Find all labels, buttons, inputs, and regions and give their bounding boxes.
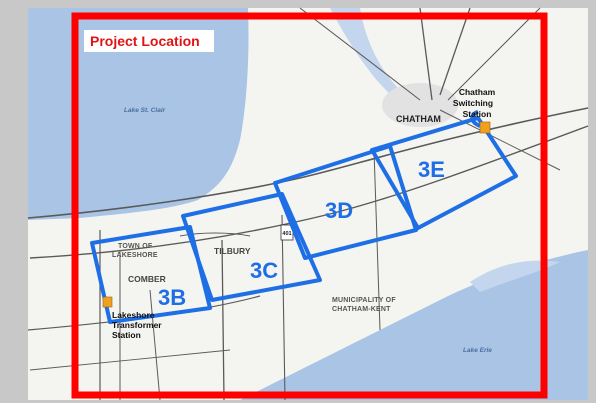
comber-label: COMBER [128, 274, 166, 284]
lake-erie-label: Lake Erie [463, 347, 492, 354]
town-of-label-line2: LAKESHORE [112, 252, 158, 259]
road-network [27, 7, 589, 401]
map-title: Project Location [90, 33, 200, 49]
chatham-station-label-line1: Chatham [459, 87, 496, 97]
segment-3c-outline[interactable] [181, 192, 322, 302]
lakeshore-station-label-line1: Lakeshore [112, 310, 155, 320]
lake-st-clair-label: Lake St. Clair [124, 107, 166, 114]
town-of-label-line1: TOWN OF [118, 243, 153, 250]
segment-3e-label[interactable]: 3E [418, 157, 445, 182]
segment-3e-outline[interactable] [370, 116, 518, 230]
segment-3d-label[interactable]: 3D [325, 198, 353, 223]
lakeshore-transformer-station-marker[interactable] [102, 296, 113, 308]
lake-st-clair-water [28, 8, 249, 220]
highway-401-label: 401 [282, 231, 291, 237]
rondeau-bay-water [470, 260, 560, 292]
project-boundary-frame [71, 12, 548, 399]
lakeshore-station-label-line2: Transformer [112, 320, 162, 330]
chatham-station-label-line2: Switching [453, 98, 493, 108]
chatham-switching-station-marker[interactable] [479, 121, 491, 134]
segment-3d-outline[interactable] [273, 144, 418, 260]
segment-outlines [90, 110, 518, 324]
chatham-urban-area [382, 83, 458, 127]
segment-3b-outline[interactable] [90, 225, 212, 324]
segment-3c-label[interactable]: 3C [250, 258, 278, 283]
segment-3e-connector [470, 110, 481, 128]
map-title-box: Project Location [84, 30, 214, 52]
segment-3b-label[interactable]: 3B [158, 285, 186, 310]
chatham-station-label-line3: Station [463, 109, 492, 119]
tilbury-label: TILBURY [214, 246, 251, 256]
lakeshore-station-label-line3: Station [112, 330, 141, 340]
municipality-label-line1: MUNICIPALITY OF [332, 297, 396, 304]
thames-river-water [330, 8, 400, 96]
municipality-label-line2: CHATHAM-KENT [332, 306, 391, 313]
chatham-label: CHATHAM [396, 114, 441, 124]
highway-401-shield: 401 [280, 224, 294, 241]
lake-erie-water [240, 250, 588, 400]
